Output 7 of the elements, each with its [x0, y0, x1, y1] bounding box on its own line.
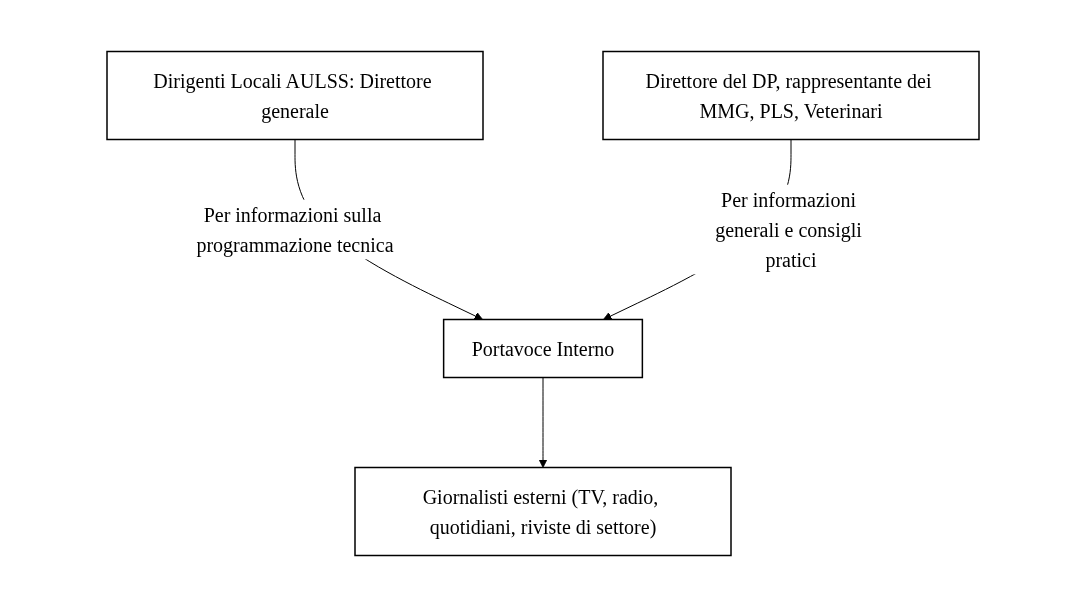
edge-label: Per informazioni generali e consigli pratici	[714, 188, 862, 271]
node-box: Portavoce Interno	[442, 318, 643, 379]
node-box: Direttore del DP, rappresentante dei MMG, PLS, Veterinari	[601, 50, 980, 141]
arrow	[538, 377, 547, 468]
node-box: Giornalisti esterni (TV, radio, quotidiani, riviste di settore)	[353, 466, 732, 557]
node-box: Dirigenti Locali AULSS: Direttore generale	[105, 50, 484, 141]
edge-label: Per informazioni sulla programmazione tecnica	[195, 203, 394, 256]
